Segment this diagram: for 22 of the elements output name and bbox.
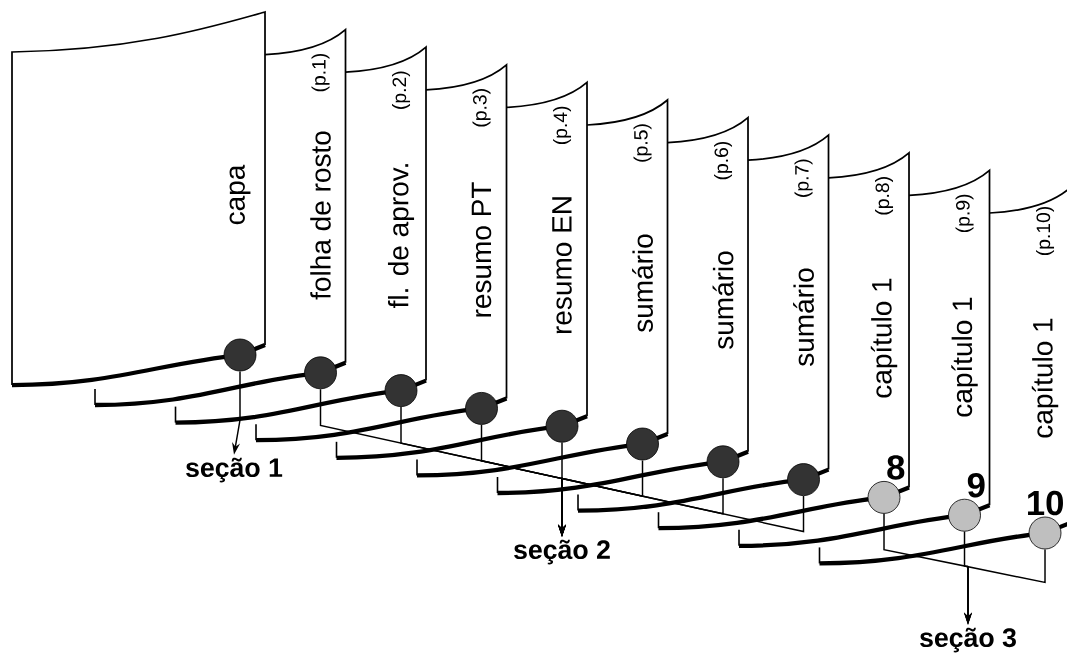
section-label: seção 3 xyxy=(920,627,1016,653)
binding-ball xyxy=(545,409,579,443)
page-sheet: capa xyxy=(11,11,266,363)
binding-ball xyxy=(465,392,498,425)
page-sheet: resumo PT (p.3) xyxy=(425,63,508,419)
page-number: 10 xyxy=(1028,490,1063,516)
binding-ball xyxy=(787,463,820,496)
page-sheet: folha de rosto (p.1) xyxy=(264,28,347,383)
page-number: 9 xyxy=(967,472,985,498)
page-sheet: fl. de aprov. (p.2) xyxy=(344,46,427,401)
page-number: 8 xyxy=(887,455,905,480)
binding-ball xyxy=(304,356,337,390)
binding-ball xyxy=(706,445,740,479)
page-sheet: sumário (p.7) xyxy=(747,134,830,490)
binding-ball xyxy=(223,338,257,372)
page-sheet: sumário (p.6) xyxy=(666,116,749,472)
page-sheet: sumário (p.5) xyxy=(586,99,669,454)
binding-ball xyxy=(626,427,659,461)
binding-ball xyxy=(384,374,418,407)
section-label: seção 2 xyxy=(514,539,610,565)
section-label: seção 1 xyxy=(186,457,283,483)
page-sheet: resumo EN (p.4) xyxy=(505,81,588,437)
